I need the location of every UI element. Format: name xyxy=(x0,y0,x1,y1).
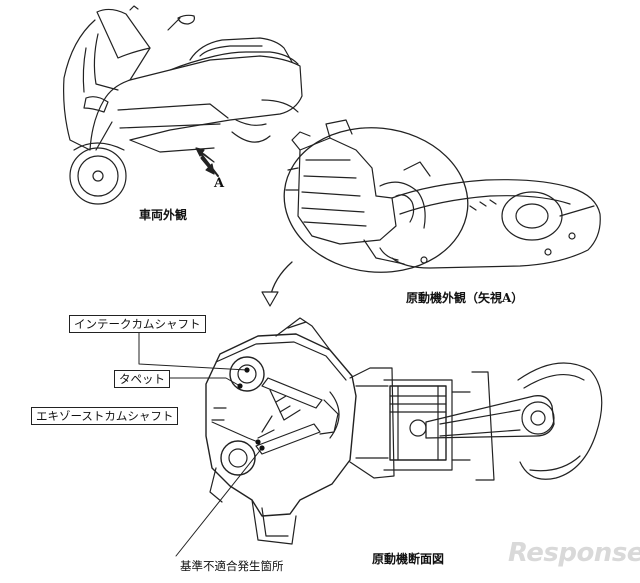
highlight-ellipse xyxy=(283,127,469,273)
watermark-logo: Response. xyxy=(508,538,640,568)
label-tappet: タペット xyxy=(114,370,170,388)
caption-engine-exterior: 原動機外観（矢視A） xyxy=(406,291,524,305)
scooter-drawing xyxy=(63,5,303,205)
engine-section-drawing xyxy=(205,317,603,545)
engine-exterior-drawing xyxy=(285,119,601,269)
caption-engine-section: 原動機断面図 xyxy=(372,552,445,566)
caption-vehicle-exterior: 車両外観 xyxy=(139,208,188,222)
callout-leaders xyxy=(138,331,263,557)
exhaust-cam-circle xyxy=(220,440,256,476)
callout-dots xyxy=(237,367,265,451)
view-arrow-a xyxy=(195,147,219,177)
intake-cam-circle xyxy=(229,356,265,392)
label-intake-camshaft: インテークカムシャフト xyxy=(69,315,206,333)
label-exhaust-camshaft: エキゾーストカムシャフト xyxy=(31,407,179,425)
view-arrow-letter: A xyxy=(214,176,225,191)
label-defect-location: 基準不適合発生箇所 xyxy=(180,559,284,573)
curved-pointer-arrow xyxy=(261,261,293,307)
